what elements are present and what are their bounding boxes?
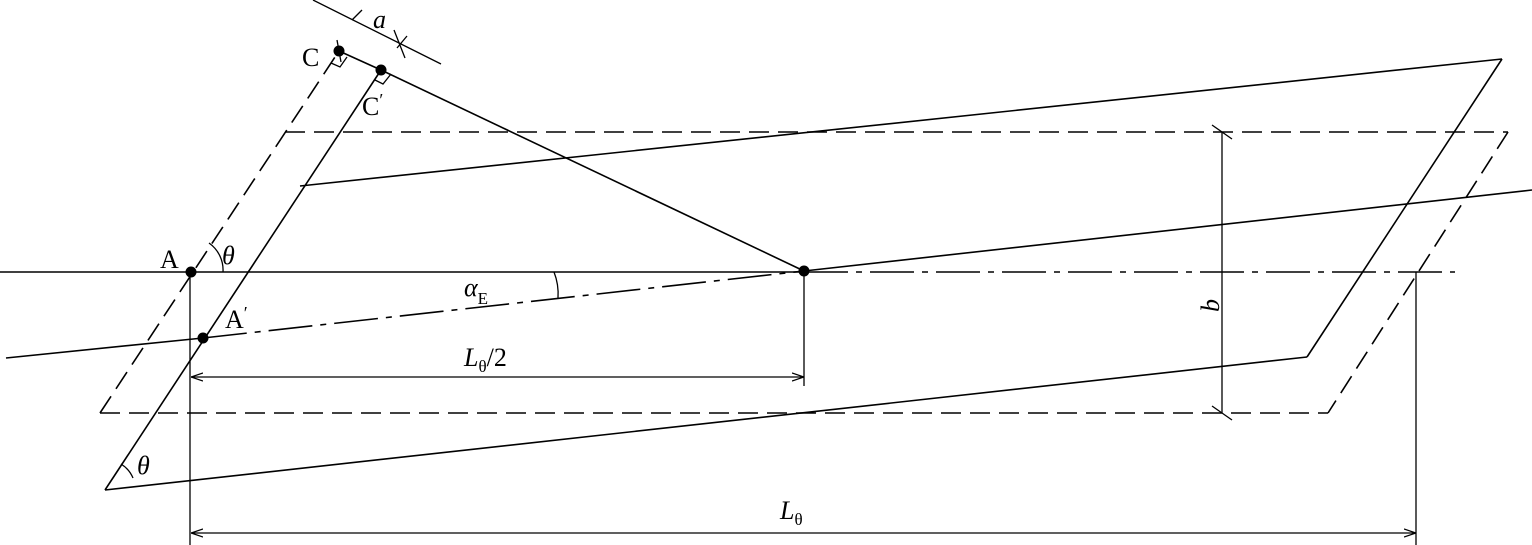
dashed-skew-parallelogram <box>99 50 1509 414</box>
label-length-sub: θ <box>794 510 802 529</box>
point-center <box>798 265 810 277</box>
dimension-a-line <box>312 0 442 65</box>
label-length-l: L <box>779 496 794 525</box>
label-half-length-suffix: /2 <box>487 343 507 372</box>
label-a-prime: A′ <box>225 303 248 334</box>
rotated-axis-left <box>5 337 204 359</box>
angle-arc-theta-bottom <box>120 463 134 479</box>
label-c-prime: C′ <box>362 90 383 121</box>
label-alpha: α <box>464 273 479 302</box>
angle-arc-alpha <box>553 271 559 299</box>
dashed-left-edge <box>99 50 340 414</box>
label-alpha-sub: E <box>478 289 488 308</box>
solid-left-edge <box>104 69 382 491</box>
label-theta-bottom: θ <box>137 451 150 480</box>
label-length: Lθ <box>779 496 803 529</box>
right-angle-mark-cprime <box>374 73 392 85</box>
dashed-right-edge <box>1327 131 1509 414</box>
dimension-b <box>1211 124 1233 421</box>
point-a <box>185 266 197 278</box>
dimension-a-tick-left <box>351 9 363 21</box>
dimension-a <box>312 0 442 65</box>
dimension-b-tick-bottom <box>1211 405 1233 421</box>
label-alpha-e: αE <box>464 273 488 308</box>
solid-rotated-parallelogram <box>104 50 1503 491</box>
label-half-length-sub: θ <box>478 357 486 376</box>
label-c-prime-mark: ′ <box>379 90 383 110</box>
rotated-axis-middle <box>202 270 805 339</box>
solid-bottom-edge <box>104 356 1308 491</box>
point-c <box>333 45 345 57</box>
angle-arc-theta-top <box>208 242 224 273</box>
label-a: A <box>160 245 179 274</box>
label-a-prime-letter: A <box>225 305 244 334</box>
solid-right-edge <box>1306 58 1503 358</box>
dimension-b-tick-top <box>1211 124 1233 140</box>
label-a-prime-mark: ′ <box>244 303 248 323</box>
label-c-prime-letter: C <box>362 92 379 121</box>
point-a-prime <box>197 332 209 344</box>
label-theta-top: θ <box>222 241 235 270</box>
dimension-a-tick-right <box>396 35 408 49</box>
solid-top-edge <box>299 58 1503 187</box>
rotated-axis-right <box>803 189 1532 272</box>
right-angle-mark-c <box>330 56 348 68</box>
edge-c-cprime <box>338 50 382 71</box>
label-half-length-l: L <box>463 343 478 372</box>
point-c-prime <box>375 64 387 76</box>
label-c: C <box>302 43 319 72</box>
rotated-axis <box>5 189 1532 359</box>
line-cprime-to-center <box>380 69 805 272</box>
label-a-dimension: a <box>373 5 386 34</box>
label-half-length: Lθ/2 <box>463 343 507 376</box>
label-b-dimension: b <box>1196 299 1225 312</box>
